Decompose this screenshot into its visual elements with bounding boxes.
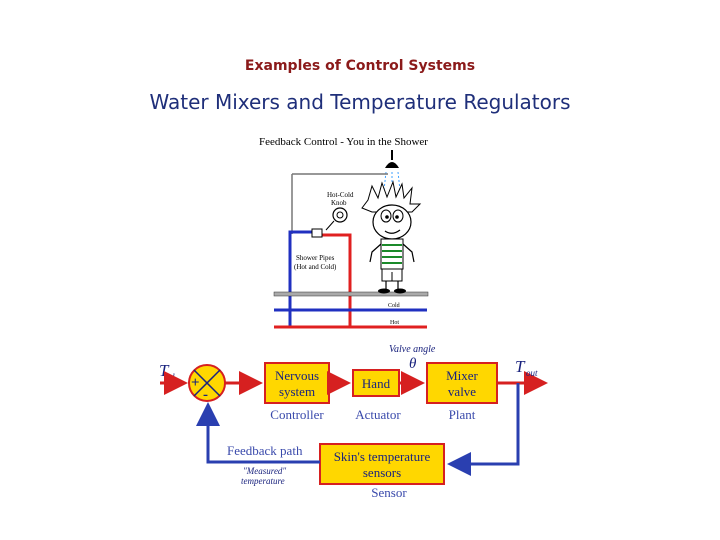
knob-icon — [332, 207, 348, 223]
plus-sign: + — [191, 375, 200, 391]
actuator-text: Hand — [362, 376, 391, 391]
knob-label-1: Hot-Cold — [327, 191, 354, 199]
actuator-caption: Actuator — [355, 407, 401, 422]
hot-label: Hot — [390, 320, 399, 326]
plant-block — [426, 362, 498, 404]
plant-text-2: valve — [448, 384, 476, 399]
output-to-sensor-arrow — [447, 383, 520, 476]
knob-label-2: Knob — [331, 199, 347, 207]
sensor-caption: Sensor — [371, 485, 407, 500]
pipes-label-2: (Hot and Cold) — [294, 263, 337, 271]
shower-head-icon — [385, 162, 399, 168]
minus-sign: - — [203, 387, 208, 403]
input-sub: d — [170, 372, 175, 382]
sensor-text-2: sensors — [363, 465, 401, 480]
hot-pipe — [318, 233, 352, 327]
plant-text-1: Mixer — [446, 368, 478, 383]
sensor-text-1: Skin's temperature — [334, 449, 431, 464]
floor — [273, 291, 429, 297]
slide-subtitle: Examples of Control Systems — [244, 58, 476, 74]
measured-temp-2: temperature — [241, 476, 285, 486]
controller-caption: Controller — [270, 407, 324, 422]
shower-illustration: Feedback Control - You in the Shower Hot… — [259, 136, 429, 329]
cold-label: Cold — [388, 303, 400, 309]
slide-title: Water Mixers and Temperature Regulators — [149, 90, 571, 114]
pipes-label-1: Shower Pipes — [296, 254, 335, 262]
sensor-block — [319, 443, 445, 485]
controller-block — [264, 362, 330, 404]
feedback-path-label: Feedback path — [227, 443, 303, 458]
controller-text-1: Nervous — [275, 368, 319, 383]
valve-body — [311, 228, 323, 238]
theta-label: θ — [409, 356, 417, 372]
cold-pipe — [288, 230, 318, 327]
cartoon-boy-icon — [361, 180, 422, 294]
controller-text-2: system — [279, 384, 315, 399]
plant-caption: Plant — [449, 407, 476, 422]
feedback-path-arrow — [196, 402, 320, 464]
illustration-heading: Feedback Control - You in the Shower — [259, 136, 428, 148]
block-diagram: T d + - Nervous system Controller Hand A… — [159, 344, 548, 500]
shower-pipes — [273, 173, 429, 329]
output-label: T — [515, 357, 526, 376]
input-label: T — [159, 361, 170, 380]
output-sub: out — [526, 368, 538, 378]
measured-temp-1: "Measured" — [243, 466, 286, 476]
valve-angle-label: Valve angle — [389, 344, 436, 355]
